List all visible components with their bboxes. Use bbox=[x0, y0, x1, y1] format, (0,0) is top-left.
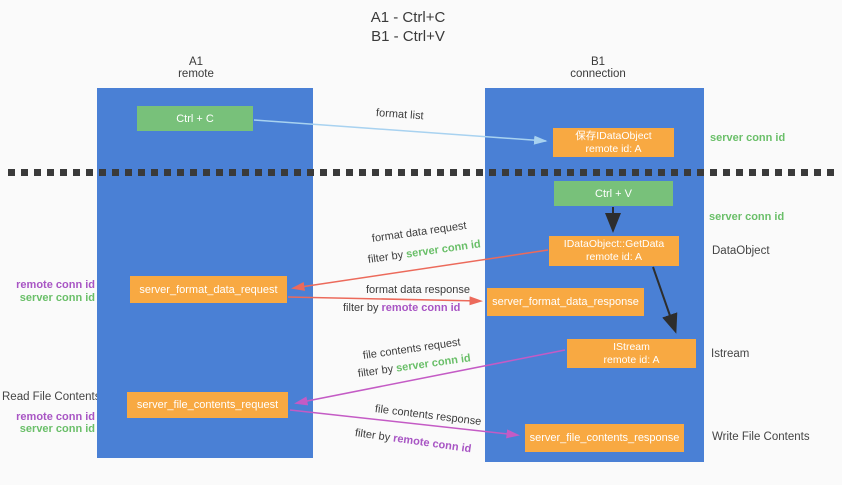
annotation-server-conn-id-file: server conn id bbox=[19, 423, 95, 435]
format-data-request-arrow bbox=[291, 249, 549, 291]
annotation-server-conn-id-top: server conn id bbox=[710, 132, 786, 144]
annotation-read-file-contents-group: Read File Contents remote conn id server… bbox=[2, 391, 101, 436]
annotation-write-file-contents: Write File Contents bbox=[712, 431, 810, 443]
node-istream: IStream remote id: A bbox=[567, 339, 696, 368]
filter-by-text: filter by bbox=[343, 302, 379, 314]
session-divider bbox=[8, 169, 834, 176]
node-save-idataobject-line2: remote id: A bbox=[585, 142, 642, 155]
node-ctrl-c-label: Ctrl + C bbox=[176, 112, 214, 125]
annotation-remote-conn-id-file: remote conn id bbox=[16, 410, 95, 423]
annotation-format-conn-ids: remote conn id server conn id bbox=[5, 279, 95, 304]
file-contents-response-arrow bbox=[289, 409, 520, 439]
lane-a1-role: remote bbox=[178, 67, 214, 80]
remote-conn-id-text: remote conn id bbox=[381, 302, 461, 314]
lane-header-a1: A1 remote bbox=[131, 56, 261, 80]
lane-a1-name: A1 bbox=[188, 56, 204, 68]
lane-b1-role: connection bbox=[570, 67, 626, 80]
diagram-title: A1 - Ctrl+C B1 - Ctrl+V bbox=[308, 8, 508, 46]
annotation-server-conn-id-mid: server conn id bbox=[709, 211, 785, 223]
lane-header-b1: B1 connection bbox=[533, 56, 663, 80]
annotation-istream: Istream bbox=[711, 348, 750, 360]
lane-b1-name: B1 bbox=[590, 56, 606, 68]
annotation-read-file-contents: Read File Contents bbox=[2, 391, 101, 403]
node-ctrl-c: Ctrl + C bbox=[137, 106, 253, 131]
getdata-to-istream-arrow bbox=[652, 266, 678, 334]
node-server-format-data-request: server_format_data_request bbox=[130, 276, 287, 303]
format-data-response-arrow bbox=[287, 296, 483, 306]
node-server-file-contents-response-label: server_file_contents_response bbox=[529, 432, 680, 444]
node-save-idataobject: 保存IDataObject remote id: A bbox=[553, 128, 674, 157]
node-server-format-data-request-label: server_format_data_request bbox=[139, 283, 278, 296]
node-getdata-line2: remote id: A bbox=[585, 251, 643, 263]
node-idataobject-getdata: IDataObject::GetData remote id: A bbox=[549, 236, 679, 266]
node-server-file-contents-response: server_file_contents_response bbox=[525, 424, 684, 452]
node-istream-line1: IStream bbox=[613, 340, 650, 353]
format-list-arrow bbox=[253, 119, 548, 145]
node-server-file-contents-request: server_file_contents_request bbox=[127, 392, 288, 418]
annotation-dataobject: DataObject bbox=[712, 245, 770, 257]
format-data-response-label: format data response bbox=[366, 284, 470, 296]
annotation-remote-conn-id-format: remote conn id bbox=[16, 279, 95, 291]
node-save-idataobject-line1: 保存IDataObject bbox=[575, 129, 652, 142]
node-server-file-contents-request-label: server_file_contents_request bbox=[136, 399, 279, 411]
node-istream-line2: remote id: A bbox=[603, 353, 660, 366]
node-getdata-line1: IDataObject::GetData bbox=[563, 238, 665, 250]
title-line-2: B1 - Ctrl+V bbox=[371, 28, 445, 45]
node-ctrl-v-label: Ctrl + V bbox=[595, 187, 632, 200]
file-contents-request-arrow bbox=[294, 349, 566, 406]
annotation-server-conn-id-format: server conn id bbox=[19, 291, 95, 304]
node-server-format-data-response-label: server_format_data_response bbox=[492, 296, 639, 308]
format-data-response-filter-label: filter by remote conn id bbox=[343, 302, 460, 314]
node-ctrl-v: Ctrl + V bbox=[554, 181, 673, 206]
title-line-1: A1 - Ctrl+C bbox=[370, 9, 446, 26]
node-server-format-data-response: server_format_data_response bbox=[487, 288, 644, 316]
